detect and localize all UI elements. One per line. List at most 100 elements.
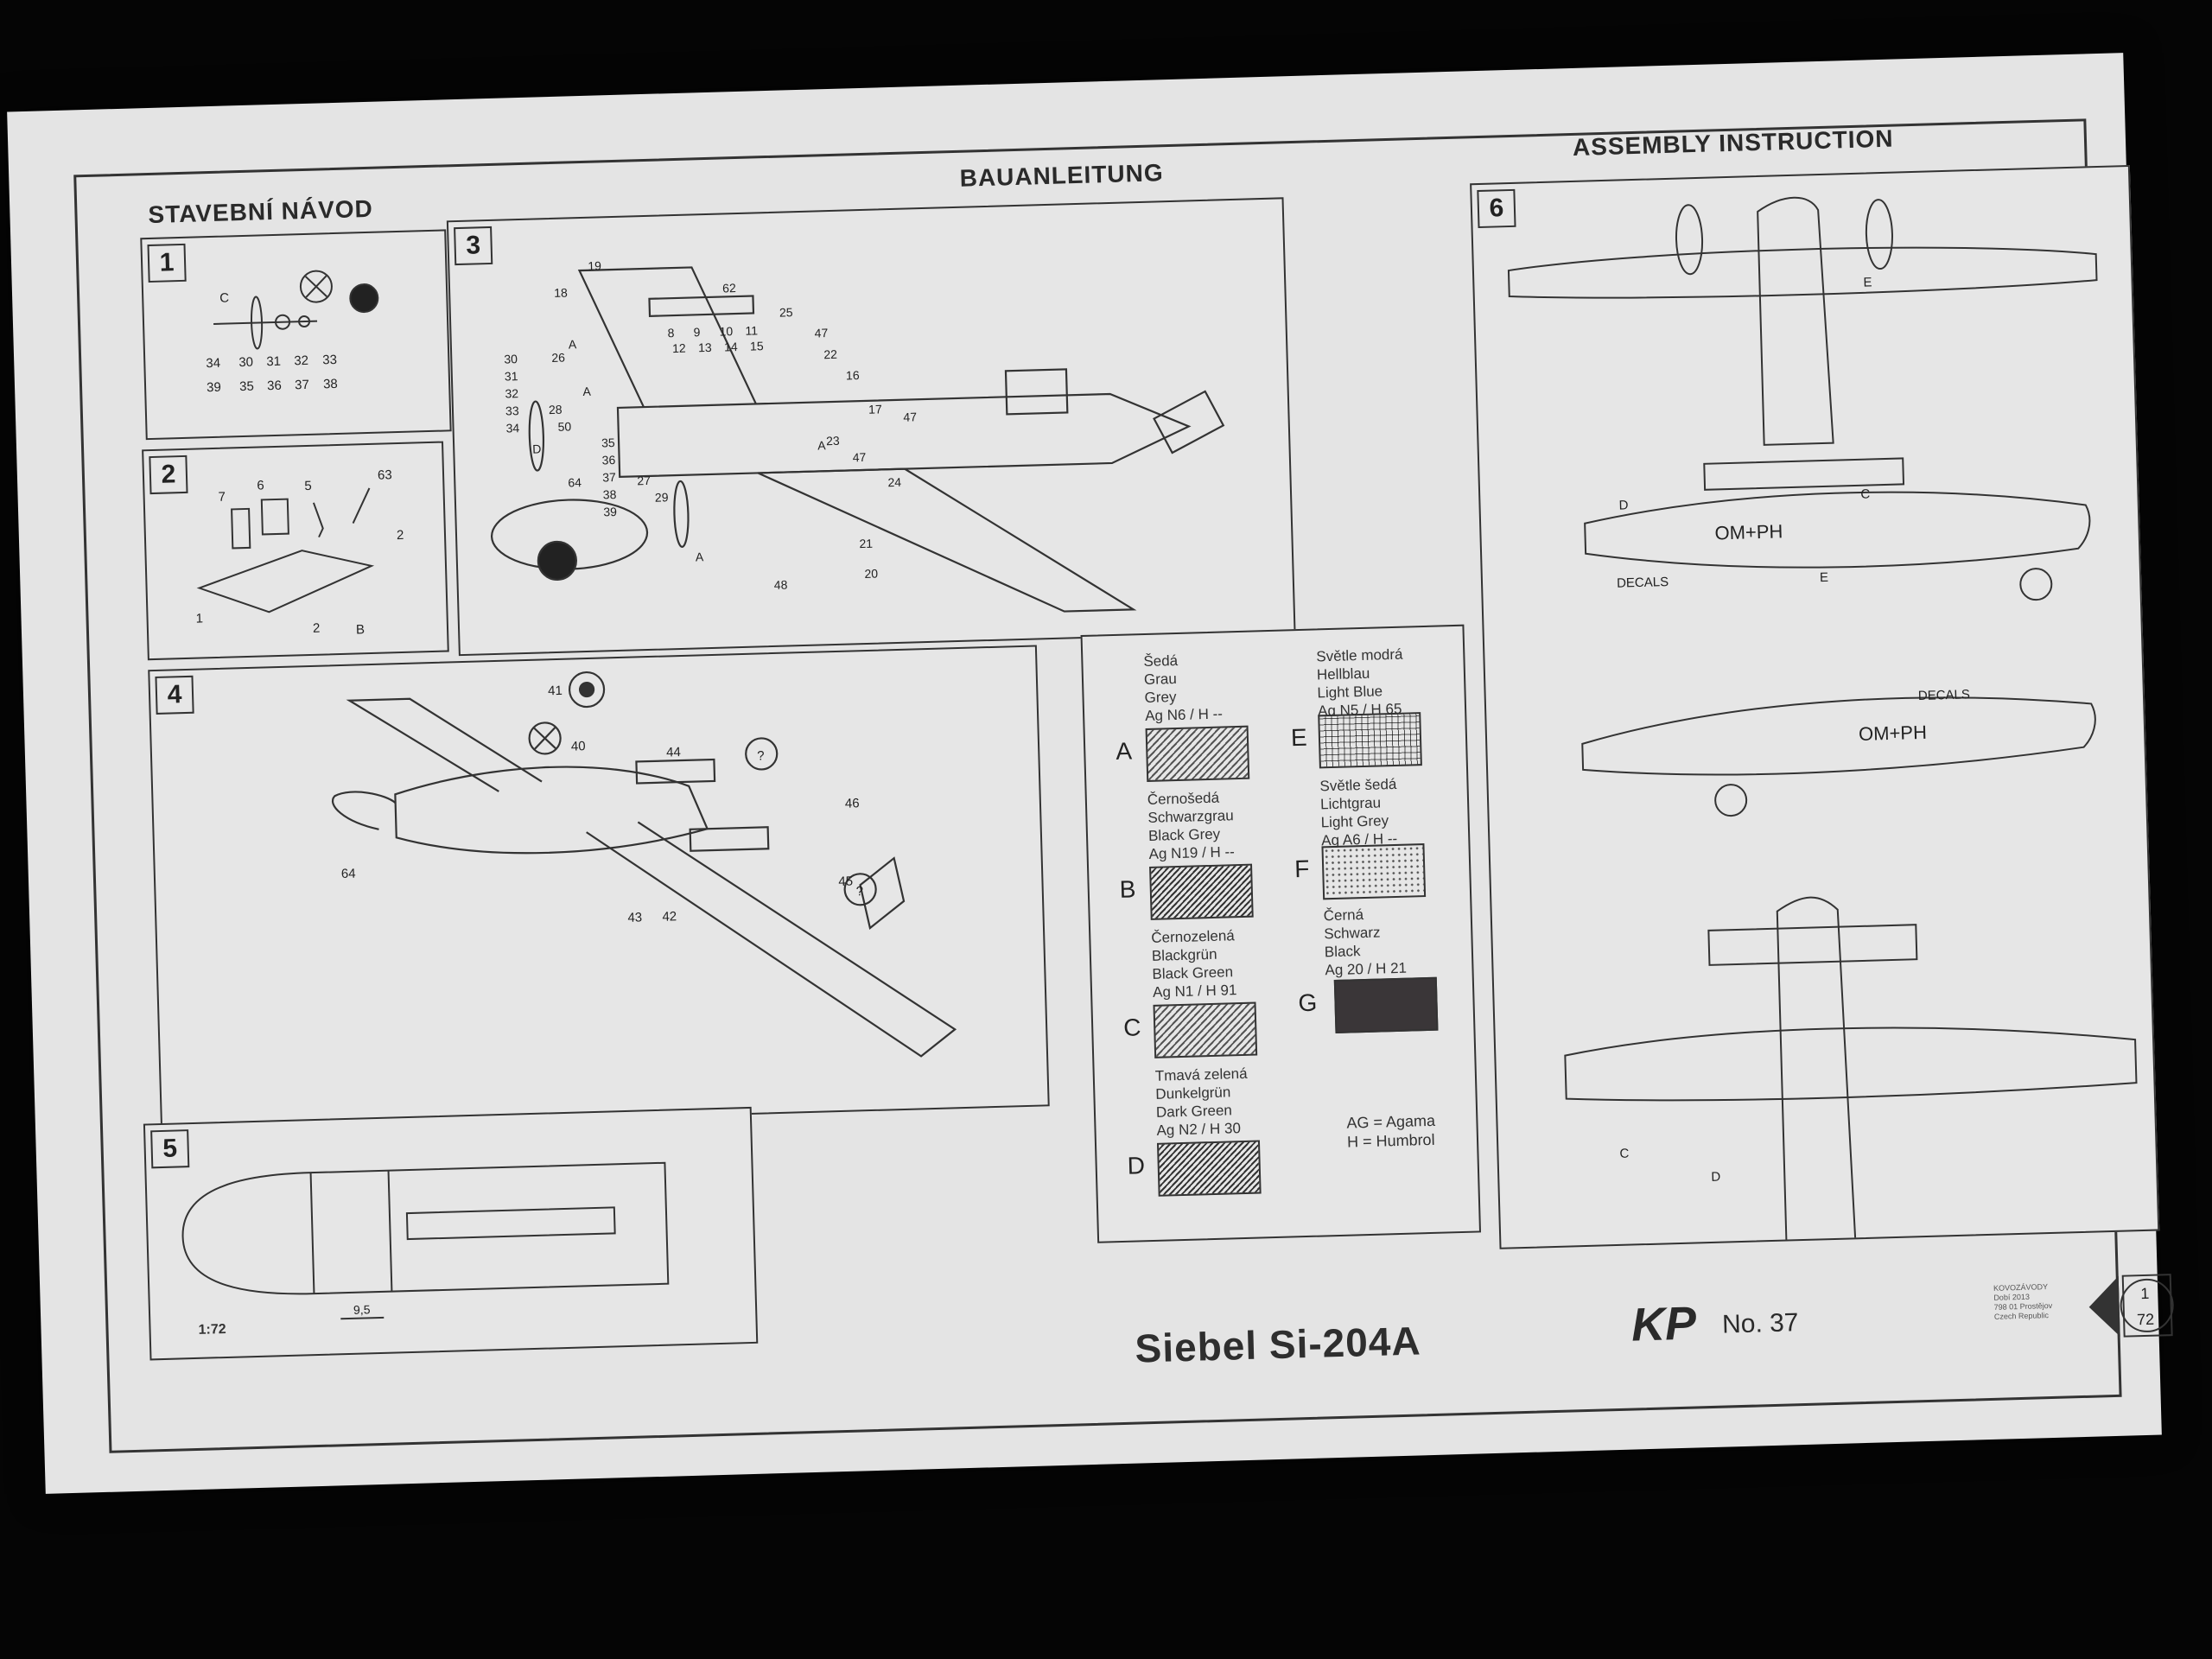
svg-text:40: 40 (571, 739, 586, 753)
svg-text:A: A (569, 337, 577, 351)
color-e-letter: E (1290, 723, 1308, 752)
svg-text:42: 42 (662, 909, 677, 924)
svg-text:35: 35 (601, 435, 615, 449)
svg-text:46: 46 (845, 796, 860, 810)
svg-text:E: E (1863, 275, 1872, 289)
svg-text:38: 38 (603, 487, 617, 501)
svg-text:36: 36 (267, 378, 282, 393)
svg-text:20: 20 (864, 567, 878, 581)
scale-badge: 1 72 (2088, 1274, 2174, 1338)
svg-text:34: 34 (505, 421, 519, 435)
svg-text:27: 27 (637, 474, 651, 487)
svg-text:31: 31 (505, 369, 518, 383)
svg-text:28: 28 (549, 403, 563, 416)
svg-text:B: B (356, 622, 365, 637)
svg-text:37: 37 (295, 378, 309, 392)
color-d-letter: D (1127, 1152, 1146, 1179)
decals-label-1: DECALS (1617, 575, 1669, 591)
dimension-label: 9,5 (353, 1302, 371, 1317)
color-b-letter: B (1119, 875, 1136, 903)
svg-text:19: 19 (588, 258, 601, 272)
svg-text:12: 12 (672, 341, 686, 355)
svg-text:41: 41 (548, 683, 563, 698)
svg-text:39: 39 (207, 380, 221, 395)
svg-text:E: E (1820, 570, 1828, 585)
header-german: BAUANLEITUNG (959, 159, 1165, 192)
svg-text:C: C (219, 290, 229, 305)
svg-text:48: 48 (774, 578, 788, 592)
svg-text:30: 30 (238, 355, 253, 370)
svg-text:11: 11 (745, 323, 758, 337)
svg-text:2: 2 (313, 621, 321, 636)
svg-text:?: ? (855, 884, 863, 899)
svg-text:33: 33 (505, 404, 519, 417)
svg-text:38: 38 (323, 377, 338, 391)
svg-text:18: 18 (554, 285, 568, 299)
svg-text:47: 47 (903, 410, 917, 423)
svg-text:C: C (1860, 486, 1870, 501)
svg-text:22: 22 (823, 347, 837, 361)
color-c-letter: C (1122, 1014, 1141, 1041)
svg-text:64: 64 (568, 475, 582, 489)
svg-text:5: 5 (304, 479, 312, 493)
svg-text:16: 16 (846, 368, 860, 382)
svg-text:D: D (1711, 1170, 1720, 1185)
svg-text:36: 36 (601, 453, 615, 467)
svg-text:D: D (1618, 498, 1628, 512)
svg-text:47: 47 (852, 450, 866, 464)
svg-text:15: 15 (750, 339, 764, 353)
svg-text:C: C (1619, 1147, 1629, 1161)
svg-text:6: 6 (257, 478, 264, 493)
svg-text:14: 14 (724, 340, 738, 353)
color-a-letter: A (1115, 737, 1133, 765)
color-a-swatch (1145, 725, 1250, 782)
svg-text:A: A (696, 550, 704, 563)
color-e-swatch (1318, 712, 1422, 769)
svg-text:72: 72 (2137, 1311, 2155, 1329)
color-f-swatch (1321, 843, 1427, 900)
svg-text:1: 1 (195, 611, 203, 626)
svg-text:31: 31 (266, 354, 281, 369)
svg-text:10: 10 (719, 324, 733, 338)
svg-text:8: 8 (667, 326, 674, 340)
svg-text:62: 62 (722, 281, 736, 295)
svg-text:64: 64 (341, 867, 356, 881)
svg-text:17: 17 (868, 402, 882, 416)
color-c-swatch (1153, 1001, 1258, 1058)
svg-text:43: 43 (627, 910, 642, 925)
svg-text:23: 23 (826, 434, 840, 448)
svg-text:21: 21 (859, 537, 873, 550)
svg-text:47: 47 (814, 326, 828, 340)
scale-label: 1:72 (198, 1321, 226, 1338)
decals-label-2: DECALS (1918, 687, 1970, 703)
color-f-letter: F (1294, 855, 1310, 883)
svg-text:63: 63 (378, 467, 392, 482)
svg-text:32: 32 (294, 353, 308, 368)
aircraft-code-2: OM+PH (1859, 721, 1928, 745)
svg-text:2: 2 (397, 528, 404, 543)
svg-text:30: 30 (504, 352, 518, 365)
svg-text:1: 1 (2140, 1285, 2150, 1302)
nose-section-diagram: 9,5 (181, 1161, 670, 1320)
svg-text:50: 50 (557, 419, 571, 433)
instruction-sheet: STAVEBNÍ NÁVOD BAUANLEITUNG ASSEMBLY INS… (7, 53, 2174, 1494)
color-b-swatch (1149, 863, 1254, 920)
svg-text:45: 45 (838, 874, 853, 889)
svg-text:13: 13 (698, 340, 712, 354)
